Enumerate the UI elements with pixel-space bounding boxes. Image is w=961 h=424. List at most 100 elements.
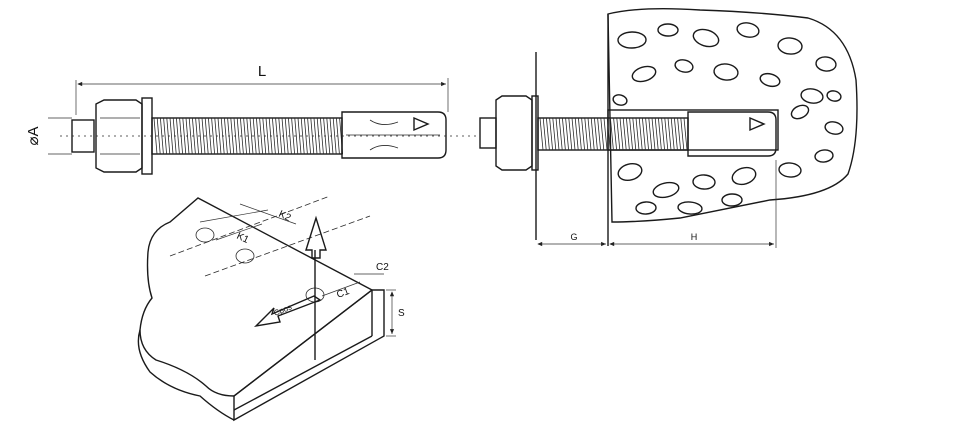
aggregate-stone: [815, 56, 837, 72]
thread-line: [616, 117, 621, 151]
thread-line: [243, 117, 247, 155]
thread-line: [307, 117, 311, 155]
thread-line: [638, 117, 643, 151]
length-label: L: [258, 63, 266, 80]
thread-line: [581, 117, 585, 151]
up-arrow-icon: [305, 215, 327, 259]
thread-line: [217, 117, 222, 155]
installed-nut: [495, 95, 533, 171]
thread-line: [664, 117, 669, 151]
thread-line: [632, 117, 637, 151]
thread-line: [648, 117, 653, 151]
k1-label: K1: [235, 231, 251, 246]
thread-line: [304, 117, 308, 155]
thread-line: [642, 117, 646, 151]
bore-hole: [607, 109, 779, 151]
thread-line: [667, 117, 672, 151]
aggregate-stone: [631, 65, 657, 83]
thread-line: [645, 117, 649, 151]
thread-line: [578, 117, 582, 151]
thread-line: [265, 117, 270, 155]
thread-line: [294, 117, 299, 155]
h-label: H: [691, 232, 698, 242]
thread-line: [160, 117, 164, 155]
thread-line: [256, 117, 260, 155]
aggregate-stone: [652, 181, 680, 199]
thread-line: [603, 117, 608, 151]
thread-line: [622, 117, 627, 151]
thread-line: [597, 117, 601, 151]
thread-line: [169, 117, 174, 155]
g-label: G: [570, 232, 577, 242]
thread-line: [326, 117, 331, 155]
thread-line: [297, 117, 302, 155]
aggregate-stone: [677, 201, 703, 215]
base-left-contour: [137, 329, 235, 421]
expansion-sleeve: [341, 111, 447, 159]
thread-line: [654, 117, 659, 151]
aggregate-stone: [736, 22, 760, 38]
thread-line: [562, 117, 566, 151]
aggregate-stone: [824, 121, 844, 135]
thread-line: [539, 117, 544, 151]
thread-line: [249, 117, 254, 155]
anchor-bolt-view: L ⌀A: [25, 63, 480, 175]
thread-line: [224, 117, 228, 155]
installed-sleeve: [687, 111, 777, 157]
thread-line: [284, 117, 289, 155]
concrete-aggregate: [612, 22, 844, 215]
k1-dimension: [215, 223, 263, 241]
thread-line: [555, 117, 560, 151]
thread-line: [153, 117, 158, 155]
concrete-block: [607, 7, 858, 223]
thread-line: [600, 117, 605, 151]
k2-dimension: [239, 203, 297, 225]
k2-ext: [199, 209, 269, 223]
thread-line: [584, 117, 589, 151]
aggregate-stone: [721, 193, 743, 207]
thread-line: [590, 117, 595, 151]
thread-line: [658, 117, 662, 151]
aggregate-stone: [674, 59, 694, 73]
c2-label: C2: [376, 262, 389, 273]
thread-line: [552, 117, 557, 151]
aggregate-stone: [635, 201, 657, 215]
thread-line: [629, 117, 633, 151]
thread-line: [278, 117, 283, 155]
thread-line: [565, 117, 569, 151]
thread-line: [320, 117, 324, 155]
thread-line: [195, 117, 199, 155]
thread-line: [683, 117, 688, 151]
thread-line: [542, 117, 547, 151]
aggregate-stone: [790, 104, 810, 120]
thread-lines: [153, 117, 343, 155]
diameter-label: ⌀A: [25, 126, 42, 145]
c1-label: C1: [335, 286, 351, 301]
thread-line: [291, 117, 295, 155]
thread-line: [156, 117, 161, 155]
sleeve-tip: [413, 116, 430, 132]
installed-stub: [479, 117, 497, 149]
installed-thread-lines: [539, 117, 688, 151]
c1-dimension: [321, 281, 361, 297]
direction-label: Cpos: [272, 303, 293, 318]
thread-line: [204, 117, 209, 155]
thread-line: [587, 117, 592, 151]
thread-line: [300, 117, 305, 155]
thread-line: [568, 117, 573, 151]
aggregate-stone: [692, 174, 716, 190]
aggregate-stone: [777, 37, 803, 55]
k2-label: K2: [277, 209, 293, 224]
installed-anchor-view: G H: [479, 7, 858, 248]
base-front-face: [233, 289, 385, 422]
thread-line: [182, 117, 187, 155]
base-bottom-edge: [233, 335, 373, 411]
edge-spacing-view: K2 K1 Cpos C1 C2 S: [137, 195, 405, 422]
thread-line: [201, 117, 206, 155]
aggregate-stone: [617, 31, 647, 49]
thread-line: [571, 117, 576, 151]
s-label: S: [398, 308, 405, 319]
thread-line: [549, 117, 553, 151]
